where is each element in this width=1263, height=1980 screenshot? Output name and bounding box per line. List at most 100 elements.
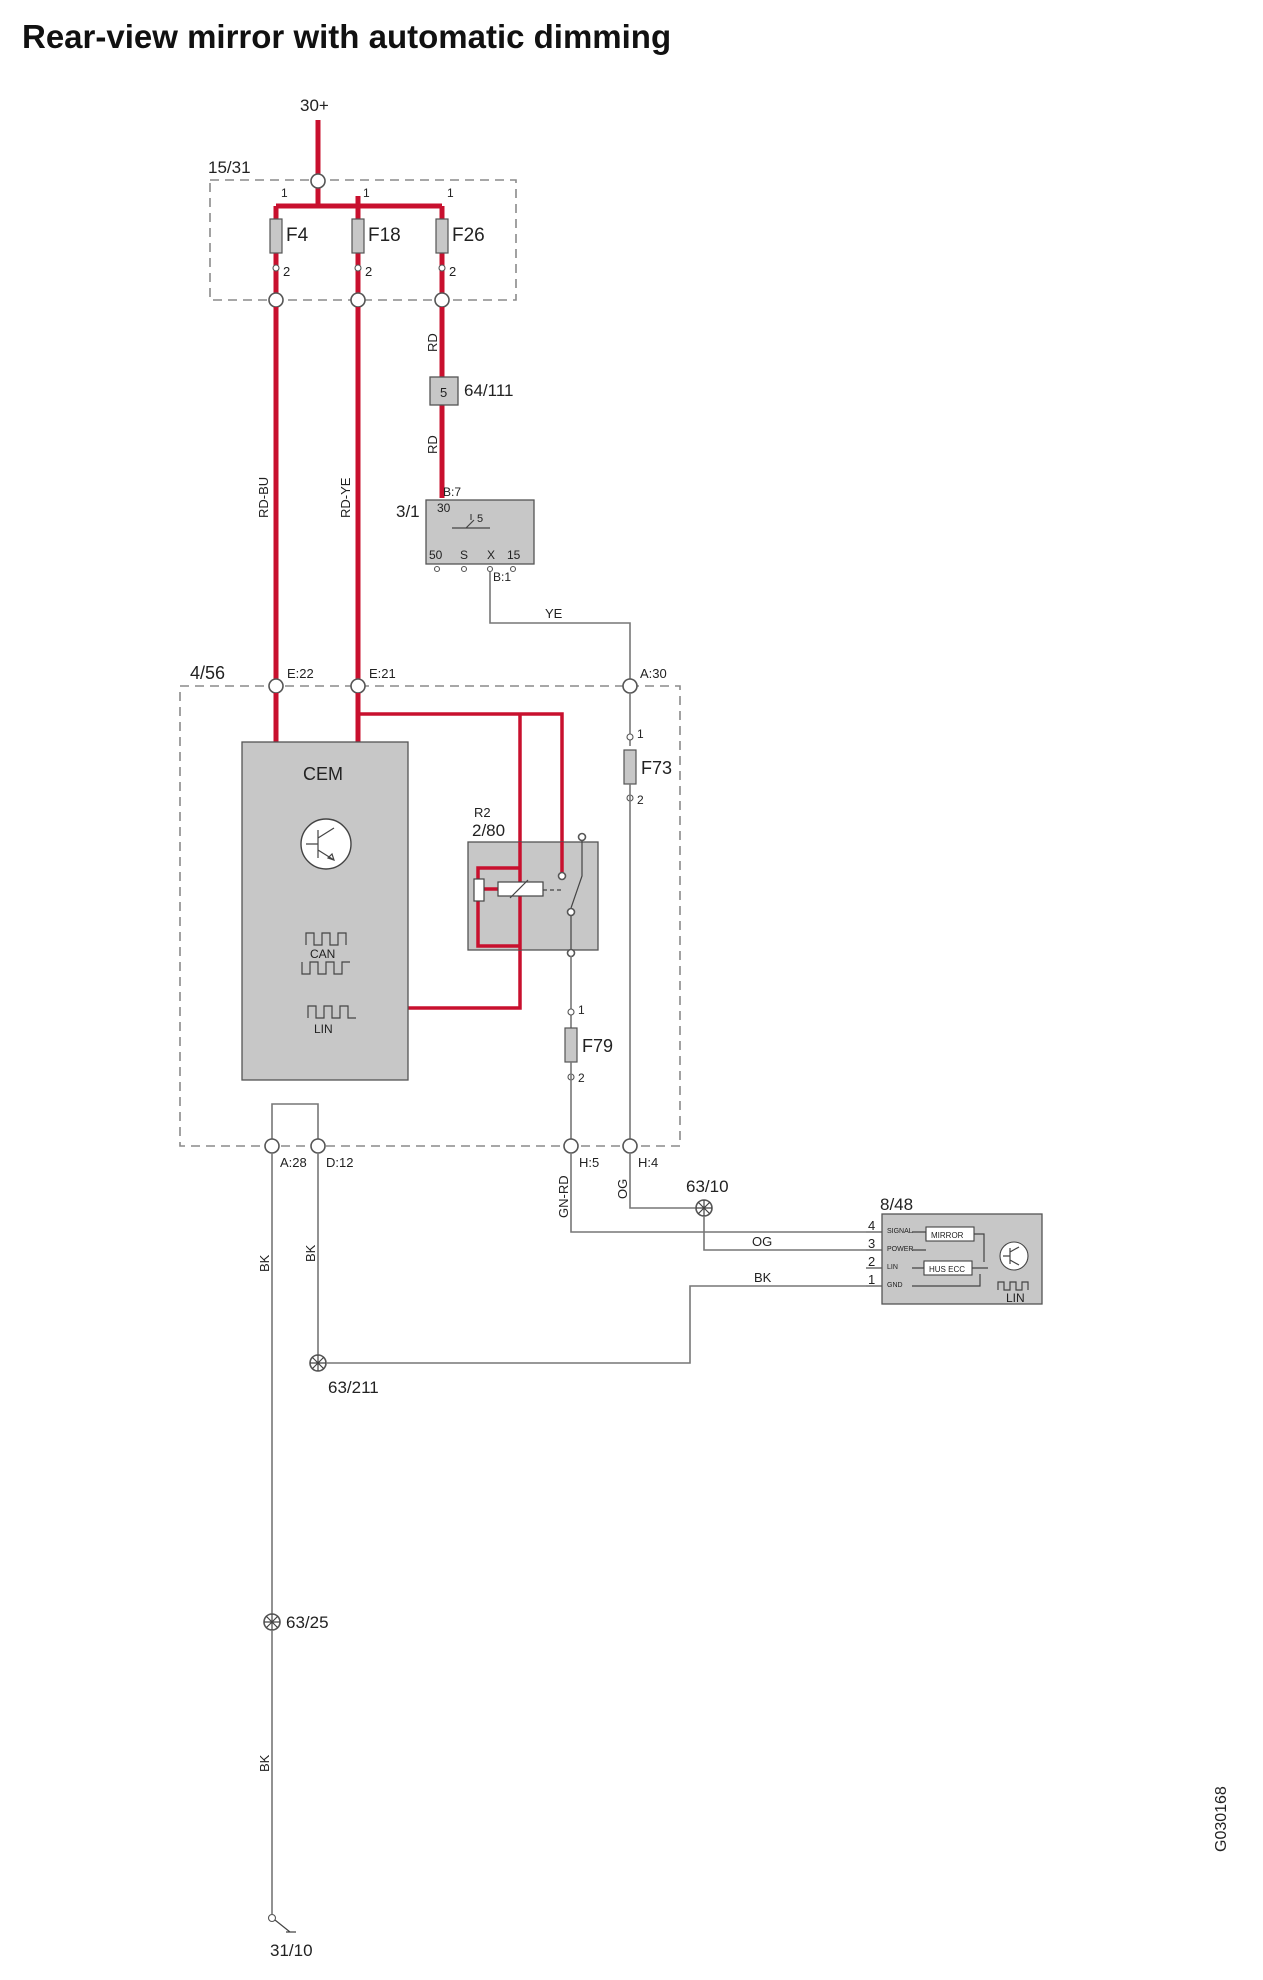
wire-label-rd-bu: RD-BU: [256, 477, 271, 518]
wire-label-bk-a28: BK: [257, 1254, 272, 1272]
relay-id: 2/80: [472, 821, 505, 840]
fuse-f26: 1 F26 2: [435, 186, 485, 279]
relay-resistor: [473, 878, 485, 902]
mirror-block-label: MIRROR: [931, 1231, 964, 1240]
cem-module-label: 4/56: [190, 663, 225, 683]
f18-label: F18: [368, 225, 401, 246]
wire-label-rd-b: RD: [425, 435, 440, 454]
splice-63-211-label: 63/211: [328, 1378, 379, 1397]
splice-63-10-label: 63/10: [686, 1177, 729, 1196]
cem-pin-node-h4: [622, 1138, 638, 1154]
cem-pin-node-a30: [622, 678, 638, 694]
splice-63-10: 63/10: [686, 1177, 729, 1217]
f4-label: F4: [286, 225, 309, 246]
ignition-pin-b1: B:1: [493, 570, 511, 584]
fuse-f73: 1 F73 2: [623, 693, 672, 1140]
relay-switch-contact: [570, 840, 583, 909]
cem-control-unit: CEM CAN LIN: [241, 741, 409, 1081]
ignition-switch-contact: [452, 514, 490, 529]
wire-og-b: [703, 1216, 866, 1251]
cem-pin-a28: A:28: [280, 1155, 307, 1170]
mirror-transistor-icon: [999, 1241, 1029, 1271]
diagram-title: Rear-view mirror with automatic dimming: [22, 18, 672, 55]
cem-name: CEM: [303, 764, 343, 784]
mirror-lin-signal-icon: [997, 1281, 1029, 1291]
relay-ref: R2: [474, 805, 491, 820]
ignition-terminal-50: 50: [429, 548, 443, 562]
f73-pin1: 1: [637, 727, 644, 741]
mirror-pin-signal: SIGNAL: [887, 1228, 913, 1235]
splice-63-25: 63/25: [263, 1613, 329, 1632]
connector-64-111-label: 64/111: [464, 381, 513, 400]
can-signal-icon-bottom: [301, 961, 350, 975]
relay-r2-2-80: R2 2/80: [467, 805, 599, 958]
f79-label: F79: [582, 1036, 613, 1056]
cem-pin-node-e21: [350, 678, 366, 694]
fusebox-node-f26: [434, 292, 450, 308]
ignition-switch-label: 3/1: [396, 502, 420, 521]
wire-label-gn-rd: GN-RD: [556, 1175, 571, 1218]
f26-label: F26: [452, 225, 485, 246]
splice-63-211: 63/211: [309, 1354, 379, 1397]
mirror-pin-stubs: [866, 1231, 882, 1287]
fusebox-node-f18: [350, 292, 366, 308]
wire-label-og-a: OG: [615, 1179, 630, 1199]
fusebox-node-f4: [268, 292, 284, 308]
f73-pin2: 2: [637, 793, 644, 807]
cem-pin-h4: H:4: [638, 1155, 658, 1170]
ignition-switch-3-1: 3/1 B:7 30 5 50 S X 15 B:1: [396, 485, 535, 584]
wire-ye: [489, 572, 631, 680]
fuse-supply-wires: [273, 120, 445, 300]
lin-signal-icon: [307, 1005, 356, 1019]
wire-gn-rd: [570, 1153, 866, 1233]
cem-pin-node-a28: [264, 1138, 280, 1154]
mirror-module-8-48: 8/48 4 3 2 1 SIGNAL POWER LIN GND MIRROR…: [868, 1195, 1043, 1305]
transistor-icon: [300, 818, 352, 870]
mirror-pin-num-2: 2: [868, 1254, 875, 1269]
f79-pin2: 2: [578, 1071, 585, 1085]
fusebox-input-node: [310, 173, 326, 189]
mirror-pin-power: POWER: [887, 1246, 913, 1253]
hus-ecc-block-label: HUS ECC: [929, 1265, 965, 1274]
wire-og-a: [629, 1153, 704, 1209]
cem-pin-node-h5: [563, 1138, 579, 1154]
ground-31-10: 31/10: [267, 1913, 313, 1960]
wire-label-rd-ye: RD-YE: [338, 477, 353, 518]
connector-64-111: 5 64/111: [429, 376, 513, 406]
f4-pin-out: 2: [283, 264, 290, 279]
mirror-pin-lin: LIN: [887, 1264, 898, 1271]
f4-pin-in: 1: [281, 186, 288, 200]
splice-63-25-label: 63/25: [286, 1613, 329, 1632]
supply-label: 30+: [300, 96, 329, 115]
mirror-pin-gnd: GND: [887, 1282, 903, 1289]
ignition-terminal-s: S: [460, 548, 468, 562]
cem-bus-lin: LIN: [314, 1022, 333, 1036]
wire-label-ye: YE: [545, 606, 563, 621]
ground-label: 31/10: [270, 1941, 313, 1960]
f18-pin-in: 1: [363, 186, 370, 200]
ignition-terminal-x: X: [487, 548, 495, 562]
fuse-f18: 1 F18 2: [351, 186, 401, 279]
cem-pin-h5: H:5: [579, 1155, 599, 1170]
wire-label-bk-d12: BK: [303, 1244, 318, 1262]
wire-bk-mirror: [326, 1285, 866, 1364]
fuse-f79: 1 F79 2: [564, 956, 613, 1140]
fusebox-label: 15/31: [208, 158, 251, 177]
ignition-terminal-15: 15: [507, 548, 521, 562]
cem-pin-node-d12: [310, 1138, 326, 1154]
wire-label-bk-mirror: BK: [754, 1270, 772, 1285]
wire-label-bk-lower: BK: [257, 1754, 272, 1772]
mirror-module-label: 8/48: [880, 1195, 913, 1214]
fuse-f4: 1 F4 2: [269, 186, 309, 279]
f26-pin-in: 1: [447, 186, 454, 200]
cem-pin-a30: A:30: [640, 666, 667, 681]
f79-pin1: 1: [578, 1003, 585, 1017]
can-signal-icon-top: [305, 932, 347, 946]
mirror-pin-num-3: 3: [868, 1236, 875, 1251]
cem-bus-can: CAN: [310, 947, 335, 961]
cem-ground-loop: [271, 1103, 319, 1140]
wire-label-rd-a: RD: [425, 333, 440, 352]
connector-64-111-pin: 5: [440, 385, 447, 400]
ignition-terminal-30: 30: [437, 501, 451, 515]
